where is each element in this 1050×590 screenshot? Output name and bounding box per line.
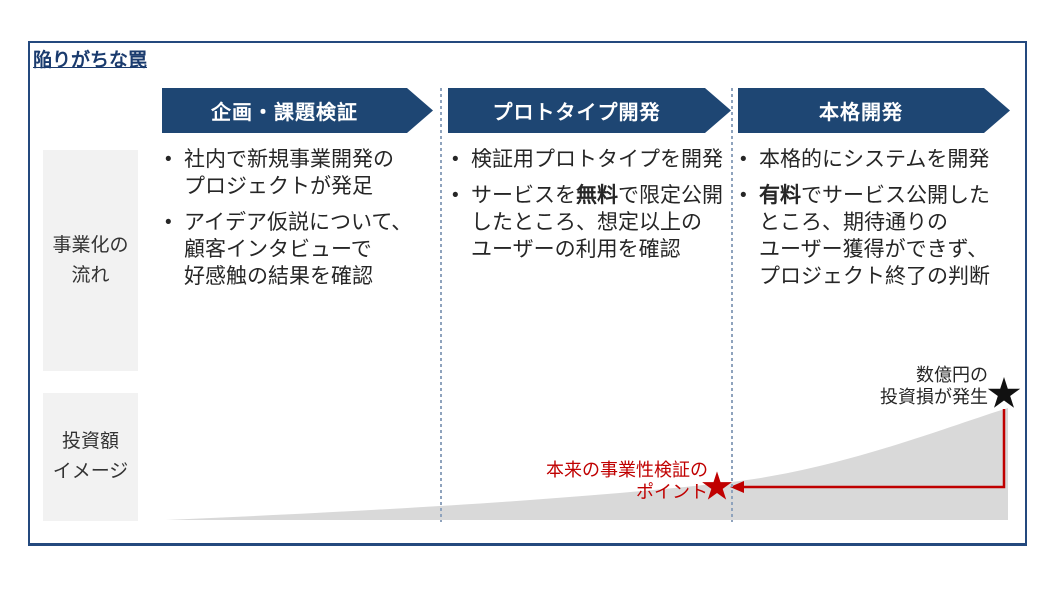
- bullet-text: 社内で新規事業開発の プロジェクトが発足: [184, 148, 394, 198]
- bullet-list-planning: • 社内で新規事業開発の プロジェクトが発足 • アイデア仮説について、 顧客イ…: [165, 146, 437, 299]
- bullet-list-full-dev: • 本格的にシステムを開発 • 有料でサービス公開した ところ、期待通りの ユー…: [740, 146, 1012, 299]
- bullet-text: 有料でサービス公開した ところ、期待通りの ユーザー獲得ができず、 プロジェクト…: [759, 184, 990, 288]
- bullet-icon: •: [452, 149, 459, 170]
- phase-header-label: プロトタイプ開発: [492, 102, 661, 124]
- bullet-text: サービスを無料で限定公開 したところ、想定以上の ユーザーの利用を確認: [471, 184, 723, 261]
- bullet-icon: •: [452, 185, 459, 206]
- phase-header-label: 企画・課題検証: [211, 102, 358, 124]
- phase-divider-2: [731, 88, 733, 522]
- bullet-icon: •: [165, 149, 172, 170]
- bullet-icon: •: [740, 185, 747, 206]
- list-item: • アイデア仮説について、 顧客インタビューで 好感触の結果を確認: [165, 209, 437, 290]
- phase-divider-1: [440, 88, 442, 522]
- list-item: • 本格的にシステムを開発: [740, 146, 1012, 173]
- list-item: • 有料でサービス公開した ところ、期待通りの ユーザー獲得ができず、 プロジェ…: [740, 182, 1012, 290]
- loss-annotation: 数億円の 投資損が発生: [880, 365, 988, 407]
- row-label-business-flow: 事業化の 流れ: [43, 150, 138, 371]
- bullet-list-prototype: • 検証用プロトタイプを開発 • サービスを無料で限定公開 したところ、想定以上…: [452, 146, 728, 272]
- phase-header-prototype-dev: プロトタイプ開発: [448, 88, 731, 133]
- bullet-text: アイデア仮説について、 顧客インタビューで 好感触の結果を確認: [184, 211, 413, 288]
- phase-header-planning-validation: 企画・課題検証: [162, 88, 433, 133]
- page-title: 陥りがちな罠: [33, 50, 148, 71]
- bullet-icon: •: [740, 149, 747, 170]
- checkpoint-annotation: 本来の事業性検証の ポイント: [546, 460, 708, 502]
- row-label-investment-image: 投資額 イメージ: [43, 393, 138, 521]
- list-item: • 社内で新規事業開発の プロジェクトが発足: [165, 146, 437, 200]
- bullet-icon: •: [165, 212, 172, 233]
- phase-header-label: 本格開発: [819, 102, 903, 124]
- bullet-text: 検証用プロトタイプを開発: [471, 148, 723, 171]
- content-frame: [28, 41, 1027, 546]
- bullet-text: 本格的にシステムを開発: [759, 148, 990, 171]
- list-item: • 検証用プロトタイプを開発: [452, 146, 728, 173]
- list-item: • サービスを無料で限定公開 したところ、想定以上の ユーザーの利用を確認: [452, 182, 728, 263]
- phase-header-full-dev: 本格開発: [738, 88, 1010, 133]
